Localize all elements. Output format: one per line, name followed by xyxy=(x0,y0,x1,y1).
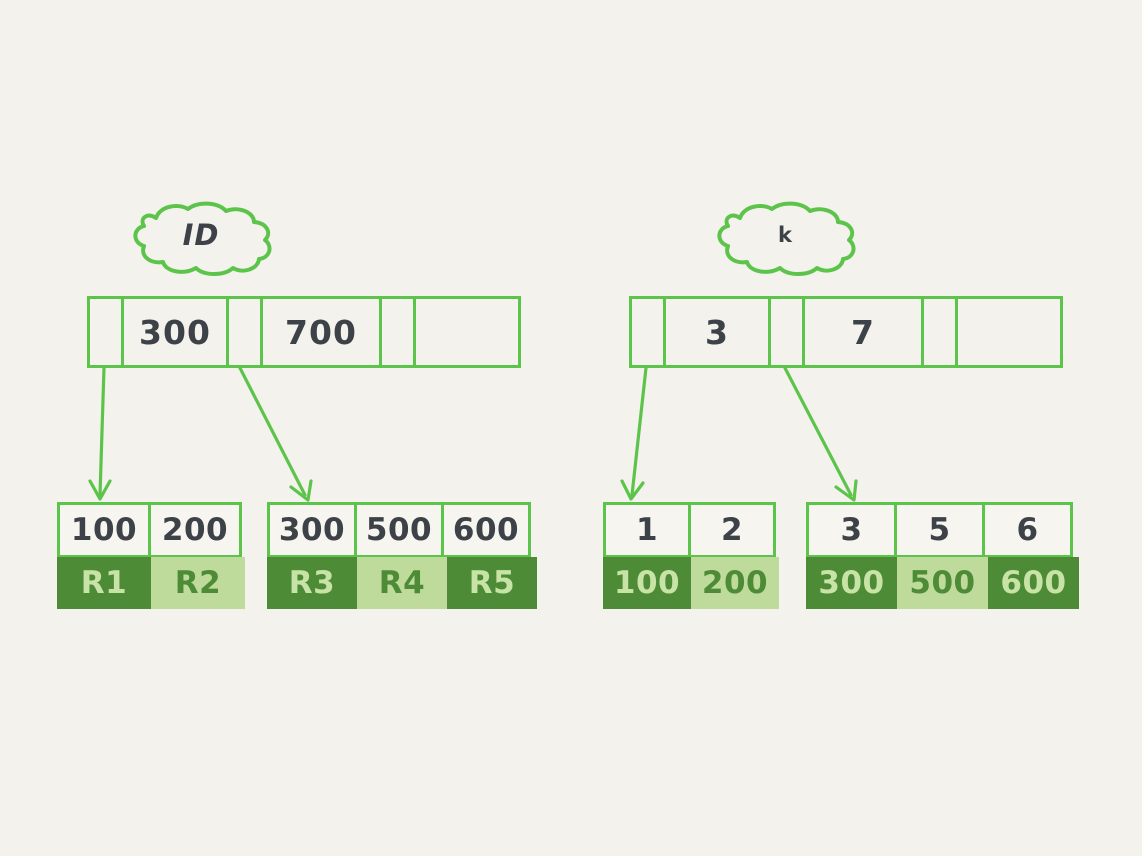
leaf-key-cell: 2 xyxy=(688,502,776,558)
root-pointer-cell-2[interactable] xyxy=(379,296,416,368)
root-pointer-cell-1[interactable] xyxy=(226,296,263,368)
root-empty-cell xyxy=(955,296,1063,368)
cloud-shape-icon xyxy=(717,201,856,276)
root-pointer-cell-1[interactable] xyxy=(768,296,805,368)
cloud-label-id: ID xyxy=(126,196,276,278)
leaf-key-cell: 100 xyxy=(57,502,151,558)
leaf-key-cell: 3 xyxy=(806,502,897,558)
leaf-value-cell: 200 xyxy=(691,557,779,609)
root-pointer-cell-0[interactable] xyxy=(87,296,124,368)
leaf-value-cell: R2 xyxy=(151,557,245,609)
leaf-value-row: R3 R4 R5 xyxy=(267,557,537,609)
root-key-cell-7: 7 xyxy=(802,296,924,368)
root-key-cell-3: 3 xyxy=(663,296,771,368)
leaf-key-cell: 300 xyxy=(267,502,357,558)
arrow-left-root-to-leaf1-head xyxy=(88,479,112,501)
leaf-value-row: 300 500 600 xyxy=(806,557,1079,609)
leaf-node-secondary-2: 3 5 6 300 500 600 xyxy=(806,502,1079,609)
leaf-key-cell: 500 xyxy=(354,502,444,558)
leaf-node-primary-1: 100 200 R1 R2 xyxy=(57,502,245,609)
leaf-value-cell: 600 xyxy=(988,557,1079,609)
leaf-key-cell: 200 xyxy=(148,502,242,558)
arrow-right-root-to-leaf2-head xyxy=(834,479,858,502)
leaf-value-row: R1 R2 xyxy=(57,557,245,609)
root-node-secondary: 3 7 xyxy=(629,296,1063,368)
arrow-right-root-to-leaf1 xyxy=(630,366,648,497)
cloud-label-k: k xyxy=(710,196,860,278)
root-pointer-cell-2[interactable] xyxy=(921,296,958,368)
leaf-value-cell: 300 xyxy=(806,557,897,609)
arrow-right-root-to-leaf2 xyxy=(783,366,853,497)
cloud-shape-icon xyxy=(133,201,272,276)
leaf-value-cell: R4 xyxy=(357,557,447,609)
root-key-cell-700: 700 xyxy=(260,296,382,368)
root-empty-cell xyxy=(413,296,521,368)
leaf-key-cell: 5 xyxy=(894,502,985,558)
leaf-node-secondary-1: 1 2 100 200 xyxy=(603,502,779,609)
leaf-key-row: 3 5 6 xyxy=(806,502,1079,558)
arrow-left-root-to-leaf2-head xyxy=(289,479,313,502)
root-pointer-cell-0[interactable] xyxy=(629,296,666,368)
root-key-cell-300: 300 xyxy=(121,296,229,368)
cloud-label-id-text: ID xyxy=(182,218,220,252)
leaf-value-cell: 100 xyxy=(603,557,691,609)
leaf-key-cell: 600 xyxy=(441,502,531,558)
leaf-value-cell: R5 xyxy=(447,557,537,609)
leaf-value-cell: 500 xyxy=(897,557,988,609)
arrow-left-root-to-leaf1 xyxy=(98,366,106,497)
arrow-left-root-to-leaf2 xyxy=(238,366,307,497)
leaf-value-cell: R3 xyxy=(267,557,357,609)
leaf-key-cell: 6 xyxy=(982,502,1073,558)
leaf-node-primary-2: 300 500 600 R3 R4 R5 xyxy=(267,502,537,609)
leaf-key-row: 300 500 600 xyxy=(267,502,537,558)
leaf-key-row: 100 200 xyxy=(57,502,245,558)
root-node-primary: 300 700 xyxy=(87,296,521,368)
arrow-right-root-to-leaf1-head xyxy=(620,479,645,501)
leaf-value-row: 100 200 xyxy=(603,557,779,609)
cloud-label-k-text: k xyxy=(778,223,792,247)
leaf-key-row: 1 2 xyxy=(603,502,779,558)
leaf-value-cell: R1 xyxy=(57,557,151,609)
leaf-key-cell: 1 xyxy=(603,502,691,558)
